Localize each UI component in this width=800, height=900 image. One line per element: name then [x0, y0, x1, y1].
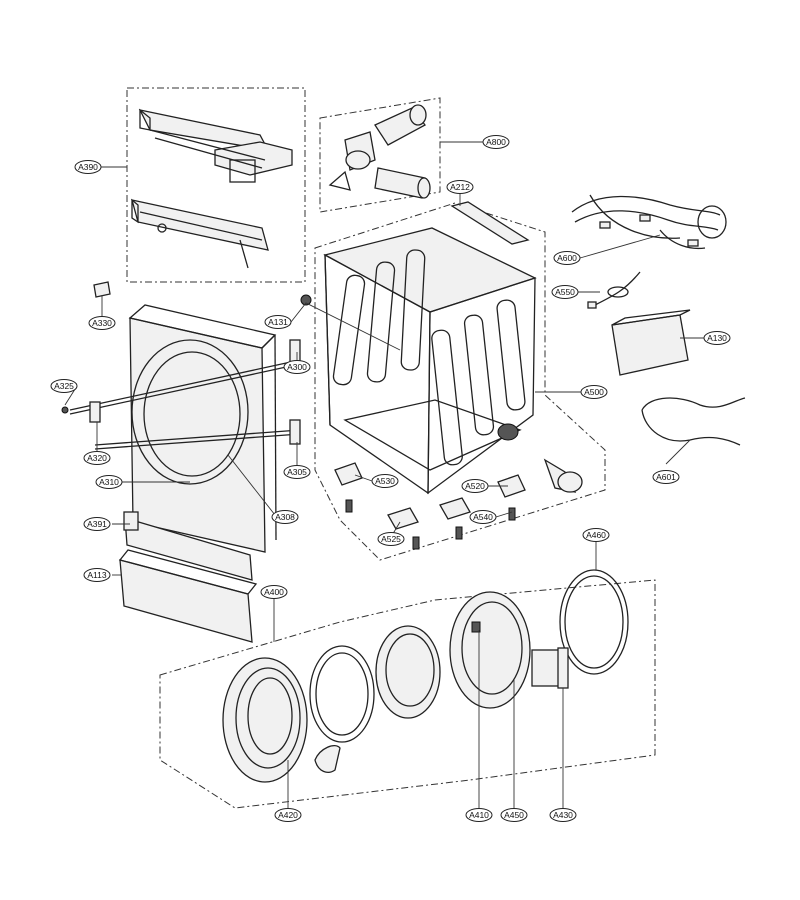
door-handle	[314, 745, 341, 773]
svg-text:A113: A113	[87, 570, 106, 580]
callout-A500[interactable]: A500	[580, 385, 608, 399]
callout-A530[interactable]: A530	[371, 474, 399, 488]
callout-A600[interactable]: A600	[553, 251, 581, 265]
callout-A305[interactable]: A305	[283, 465, 311, 479]
cabinet-feet	[334, 462, 526, 550]
callout-A430[interactable]: A430	[549, 808, 577, 822]
callout-A212[interactable]: A212	[446, 180, 474, 194]
callout-A330[interactable]: A330	[88, 316, 116, 330]
door-hinge	[531, 647, 569, 689]
clip	[93, 281, 111, 298]
callout-A310[interactable]: A310	[95, 475, 123, 489]
svg-text:A320: A320	[87, 453, 107, 463]
svg-text:A391: A391	[87, 519, 107, 529]
svg-text:A500: A500	[584, 387, 604, 397]
svg-text:A410: A410	[469, 810, 489, 820]
leader-lines	[64, 141, 704, 812]
svg-text:A310: A310	[99, 477, 119, 487]
callout-A113[interactable]: A113	[83, 568, 111, 582]
callout-A320[interactable]: A320	[83, 451, 111, 465]
pcb-cover	[611, 309, 691, 376]
svg-text:A800: A800	[486, 137, 506, 147]
svg-text:A300: A300	[287, 362, 307, 372]
svg-text:A450: A450	[504, 810, 524, 820]
callout-A300[interactable]: A300	[283, 360, 311, 374]
callout-A550[interactable]: A550	[551, 285, 579, 299]
callout-A540[interactable]: A540	[469, 510, 497, 524]
lower-bracket	[123, 511, 253, 581]
svg-text:A540: A540	[473, 512, 493, 522]
svg-text:A601: A601	[656, 472, 676, 482]
door-glass-ring	[309, 645, 375, 743]
callout-A308[interactable]: A308	[271, 510, 299, 524]
callout-A131[interactable]: A131	[264, 315, 292, 329]
wire-harness	[571, 194, 727, 250]
group-box-cabinet	[314, 202, 606, 561]
svg-text:A420: A420	[278, 810, 298, 820]
sensor-wire	[641, 397, 746, 446]
svg-text:A460: A460	[586, 530, 606, 540]
svg-text:A525: A525	[381, 534, 401, 544]
callout-A410[interactable]: A410	[465, 808, 493, 822]
svg-text:A212: A212	[450, 182, 470, 192]
group-box-duct-assembly	[319, 97, 441, 213]
svg-text:A520: A520	[465, 481, 485, 491]
callout-A130[interactable]: A130	[703, 331, 731, 345]
group-box-control-brackets	[126, 87, 306, 283]
hinge-rails	[61, 339, 301, 450]
callout-A800[interactable]: A800	[482, 135, 510, 149]
svg-text:A308: A308	[275, 512, 295, 522]
top-strip	[450, 201, 530, 245]
callouts: A390 A800 A212 A600 A550 A130 A131 A330	[50, 135, 731, 822]
svg-text:A130: A130	[707, 333, 727, 343]
svg-text:A430: A430	[553, 810, 573, 820]
small-harness	[587, 271, 641, 309]
callout-A420[interactable]: A420	[274, 808, 302, 822]
svg-text:A131: A131	[268, 317, 288, 327]
grommet	[300, 294, 312, 306]
svg-text:A305: A305	[287, 467, 307, 477]
door-gasket	[559, 569, 629, 675]
group-box-door-assembly	[159, 579, 656, 809]
callout-A601[interactable]: A601	[652, 470, 680, 484]
callout-A525[interactable]: A525	[377, 532, 405, 546]
svg-text:A550: A550	[555, 287, 575, 297]
group-boxes	[126, 87, 656, 809]
svg-text:A530: A530	[375, 476, 395, 486]
cabinet-frame	[323, 227, 537, 495]
svg-text:A325: A325	[54, 381, 74, 391]
callout-A325[interactable]: A325	[50, 379, 78, 393]
callout-A450[interactable]: A450	[500, 808, 528, 822]
control-bracket-lower	[131, 198, 269, 269]
kick-panel	[118, 549, 258, 643]
door-glass	[375, 625, 441, 719]
callout-A390[interactable]: A390	[74, 160, 102, 174]
duct-assembly	[328, 104, 431, 199]
door-inner-frame	[449, 591, 531, 709]
callout-A460[interactable]: A460	[582, 528, 610, 542]
front-panel	[128, 304, 277, 553]
exhaust-duct	[543, 458, 583, 493]
callout-A400[interactable]: A400	[260, 585, 288, 599]
callout-A520[interactable]: A520	[461, 479, 489, 493]
svg-text:A600: A600	[557, 253, 577, 263]
svg-text:A390: A390	[78, 162, 98, 172]
control-bracket-upper	[138, 108, 293, 183]
callout-A391[interactable]: A391	[83, 517, 111, 531]
svg-text:A330: A330	[92, 318, 112, 328]
door-outer-ring	[222, 657, 308, 783]
svg-text:A400: A400	[264, 587, 284, 597]
